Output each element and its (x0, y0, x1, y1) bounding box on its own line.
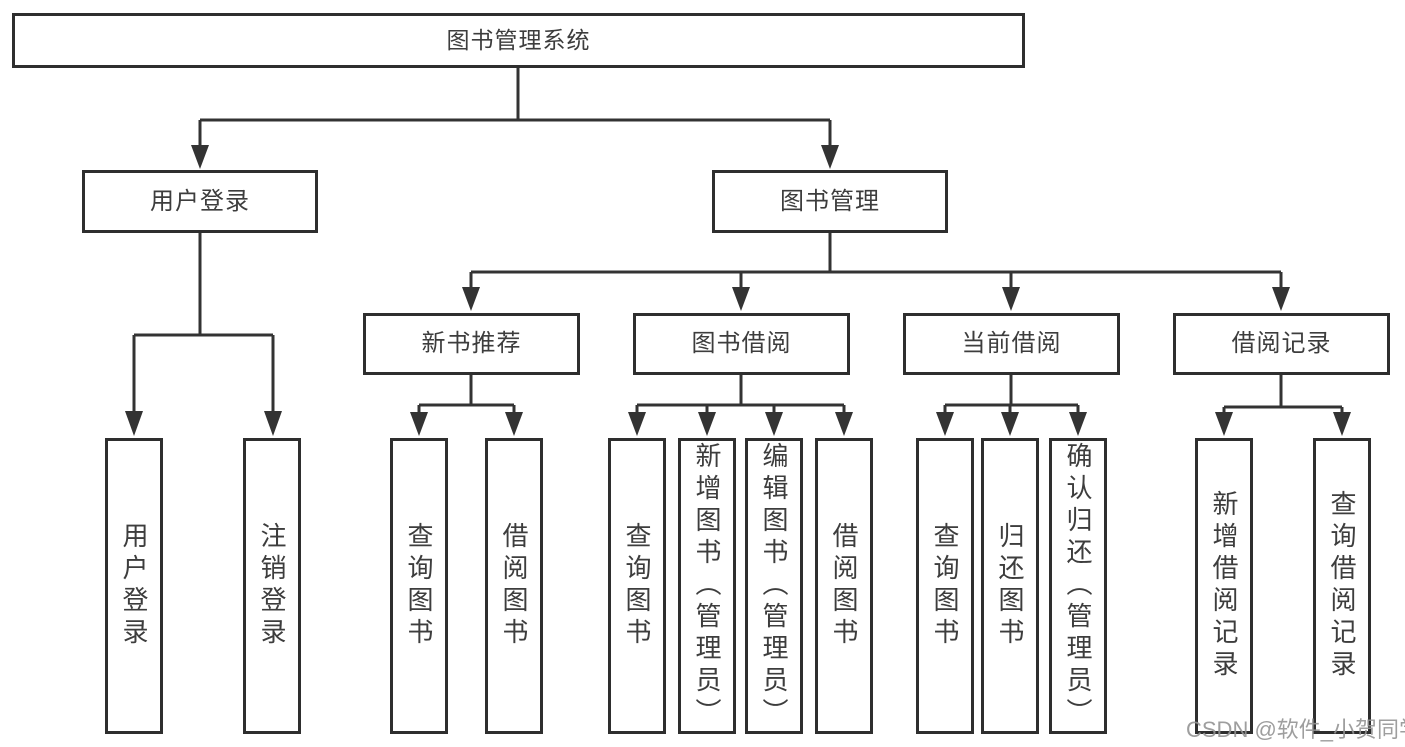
connector-current-borrow-to-leaves (936, 374, 1087, 436)
arrowhead (410, 412, 428, 436)
arrowhead (1215, 412, 1233, 436)
leaf-query-books-current: 查询图书 (916, 438, 974, 734)
csdn-watermark: CSDN @软件_小贺同学 (1186, 717, 1405, 742)
leaf-query-books-borrow: 查询图书 (608, 438, 666, 734)
connector-user-login-to-leaves (125, 233, 282, 436)
leaf-logout: 注销登录 (243, 438, 301, 734)
arrowhead (936, 412, 954, 436)
arrowhead (628, 412, 646, 436)
leaf-query-books-rec: 查询图书 (390, 438, 448, 734)
connector-root-to-level2 (191, 67, 839, 169)
leaf-add-books-admin: 新增图书（管理员） (678, 438, 736, 734)
connector-book-borrow-to-leaves (628, 374, 853, 436)
arrowhead (732, 287, 750, 311)
arrowhead (1272, 287, 1290, 311)
arrowhead (125, 411, 143, 436)
arrowhead (1002, 287, 1020, 311)
leaf-query-borrow-record: 查询借阅记录 (1313, 438, 1371, 734)
connector-new-book-rec-to-leaves (410, 374, 523, 436)
arrowhead (1001, 412, 1019, 436)
leaf-add-borrow-record: 新增借阅记录 (1195, 438, 1253, 734)
leaf-user-login: 用户登录 (105, 438, 163, 734)
node-borrowing-records: 借阅记录 (1173, 313, 1390, 375)
arrowhead (264, 411, 282, 436)
node-book-management: 图书管理 (712, 170, 948, 233)
leaf-confirm-return-admin: 确认归还（管理员） (1049, 438, 1107, 734)
arrowhead (462, 287, 480, 311)
arrowhead (821, 145, 839, 169)
node-new-book-recommendation: 新书推荐 (363, 313, 580, 375)
node-user-login: 用户登录 (82, 170, 318, 233)
leaf-borrow-books: 借阅图书 (815, 438, 873, 734)
arrowhead (1333, 412, 1351, 436)
node-library-management-system: 图书管理系统 (12, 13, 1025, 68)
arrowhead (505, 412, 523, 436)
arrowhead (765, 412, 783, 436)
connector-borrow-record-to-leaves (1215, 374, 1351, 436)
leaf-borrow-books-rec: 借阅图书 (485, 438, 543, 734)
arrowhead (698, 412, 716, 436)
leaf-return-books: 归还图书 (981, 438, 1039, 734)
arrowhead (1069, 412, 1087, 436)
node-current-borrowing: 当前借阅 (903, 313, 1120, 375)
leaf-edit-books-admin: 编辑图书（管理员） (745, 438, 803, 734)
connector-book-management-to-level3 (462, 233, 1290, 311)
node-book-borrowing: 图书借阅 (633, 313, 850, 375)
arrowhead (835, 412, 853, 436)
arrowhead (191, 145, 209, 169)
